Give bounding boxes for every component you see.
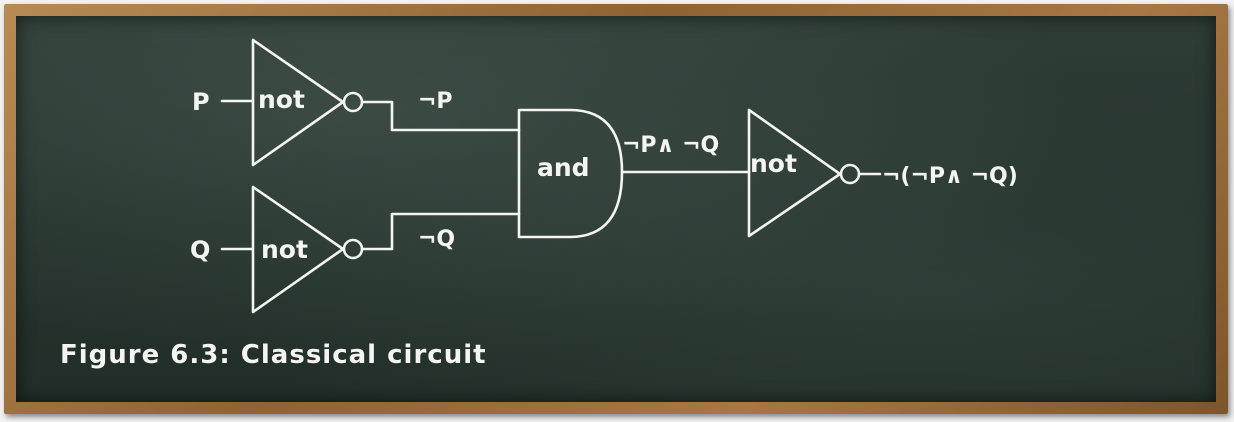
not-bubble-top — [342, 91, 364, 113]
not-bubble-bottom — [342, 238, 364, 260]
input-p-label: P — [192, 88, 210, 116]
figure-caption: Figure 6.3: Classical circuit — [60, 340, 487, 370]
input-q-label: Q — [190, 236, 210, 264]
not-gate-right — [747, 108, 842, 238]
not-bubble-right — [839, 163, 861, 185]
wire-not-q — [360, 212, 521, 251]
not-gate-bottom — [251, 185, 345, 314]
signal-not-q-label: ¬Q — [418, 227, 455, 252]
not-gate-bottom-label: not — [261, 235, 308, 264]
not-gate-top-label: not — [258, 85, 305, 114]
not-gate-top — [251, 38, 345, 167]
not-gate-right-label: not — [750, 149, 797, 178]
and-gate-label: and — [537, 153, 590, 182]
signal-not-p-label: ¬P — [418, 89, 453, 114]
wire-not-p — [360, 100, 521, 132]
signal-output-label: ¬(¬P∧ ¬Q) — [882, 164, 1018, 189]
signal-and-out-label: ¬P∧ ¬Q — [622, 133, 719, 158]
